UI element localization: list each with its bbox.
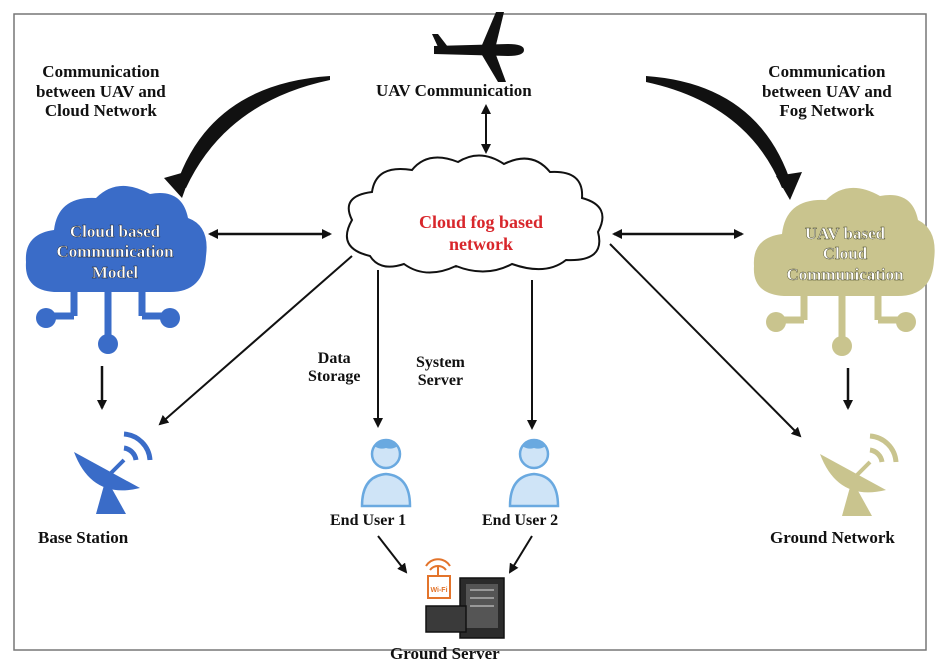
- frame-border: [13, 13, 927, 651]
- airplane-icon: [432, 12, 524, 82]
- center-cloud-line-1: Cloud fog based: [418, 212, 544, 232]
- ground-server-label: Ground Server: [390, 644, 500, 663]
- arrow-center-base: [158, 255, 353, 426]
- center-cloud-line-2: network: [449, 233, 513, 254]
- data-storage-line-1: Data: [317, 350, 351, 367]
- uav-cloud-icon: [753, 187, 935, 356]
- right-cloud-line-3: Communication: [786, 264, 904, 284]
- left-cloud-line-1: Cloud based: [69, 222, 161, 241]
- curved-arrow-left-head: [164, 170, 192, 198]
- left-cloud-line-3: Model: [91, 262, 139, 282]
- left-annotation: Communication between UAV and Cloud Netw…: [36, 62, 166, 121]
- data-storage-label: Data Storage: [308, 350, 360, 387]
- arrow-user1-server: [377, 535, 408, 574]
- right-annotation-line-3: Fog Network: [779, 101, 875, 121]
- cloud-model-icon: [25, 185, 207, 354]
- ground-network-dish-icon: [820, 433, 899, 516]
- title-label: UAV Communication: [376, 81, 532, 100]
- base-station-label: Base Station: [38, 528, 129, 547]
- system-server-line-1: System: [416, 354, 465, 371]
- right-cloud-label: UAV based Cloud Communication: [762, 224, 928, 285]
- center-cloud-label: Cloud fog based network: [396, 212, 566, 255]
- center-cloud-icon: [346, 154, 604, 274]
- right-cloud-line-2: Cloud: [822, 244, 868, 264]
- system-server-line-2: Server: [417, 372, 464, 390]
- right-annotation-line-2: between UAV and: [762, 81, 892, 101]
- user-2-icon: [508, 438, 560, 508]
- wifi-badge-label: Wi-Fi: [430, 587, 447, 594]
- ground-server-icon: [425, 558, 505, 639]
- ground-network-label: Ground Network: [770, 528, 895, 547]
- curved-arrow-left: [176, 76, 330, 188]
- end-user-2-label: End User 2: [482, 512, 559, 529]
- right-cloud-line-1: UAV based: [804, 224, 886, 243]
- curved-arrow-right-head: [776, 172, 802, 200]
- right-annotation: Communication between UAV and Fog Networ…: [762, 62, 892, 121]
- left-annotation-line-1: Communication: [42, 62, 160, 81]
- data-storage-line-2: Storage: [308, 368, 361, 386]
- left-cloud-label: Cloud based Communication Model: [32, 222, 198, 283]
- left-annotation-line-2: between UAV and: [36, 81, 166, 101]
- user-1-icon: [360, 438, 412, 508]
- left-cloud-line-2: Communication: [56, 242, 174, 262]
- end-user-1-label: End User 1: [330, 512, 407, 529]
- system-server-label: System Server: [416, 354, 465, 391]
- right-annotation-line-1: Communication: [768, 62, 886, 81]
- base-station-dish-icon: [74, 431, 153, 514]
- arrow-user2-server: [508, 535, 533, 574]
- left-annotation-line-3: Cloud Network: [44, 101, 157, 121]
- arrow-center-ground: [609, 243, 802, 438]
